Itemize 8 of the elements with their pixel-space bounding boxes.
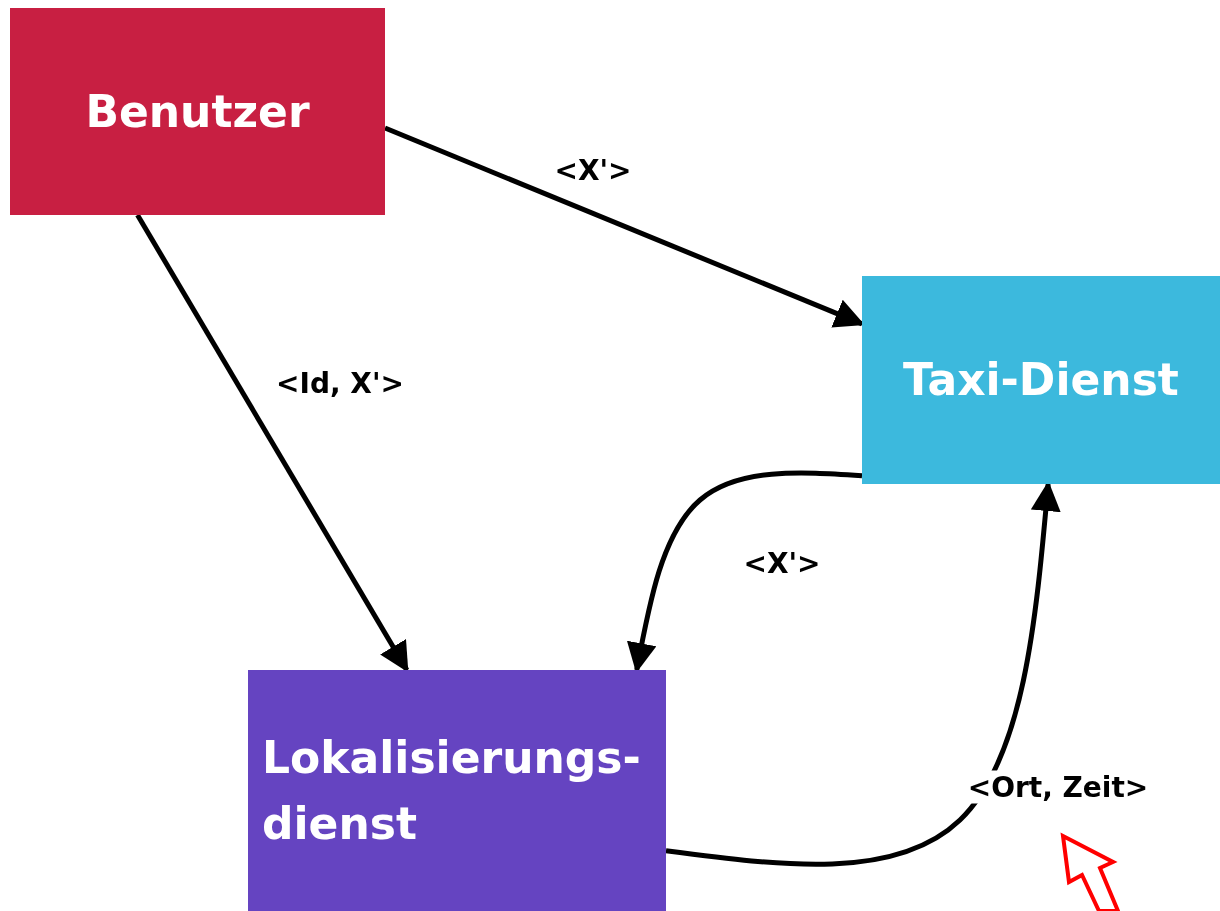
node-label: Taxi-Dienst	[903, 353, 1179, 407]
service-box	[862, 276, 1220, 484]
service-box	[10, 8, 385, 215]
arrow	[135, 213, 409, 673]
node-label: Lokalisierungs- dienst	[262, 730, 642, 851]
service-box	[248, 670, 666, 911]
node-label: Benutzer	[85, 84, 310, 139]
arrow	[627, 470, 863, 673]
